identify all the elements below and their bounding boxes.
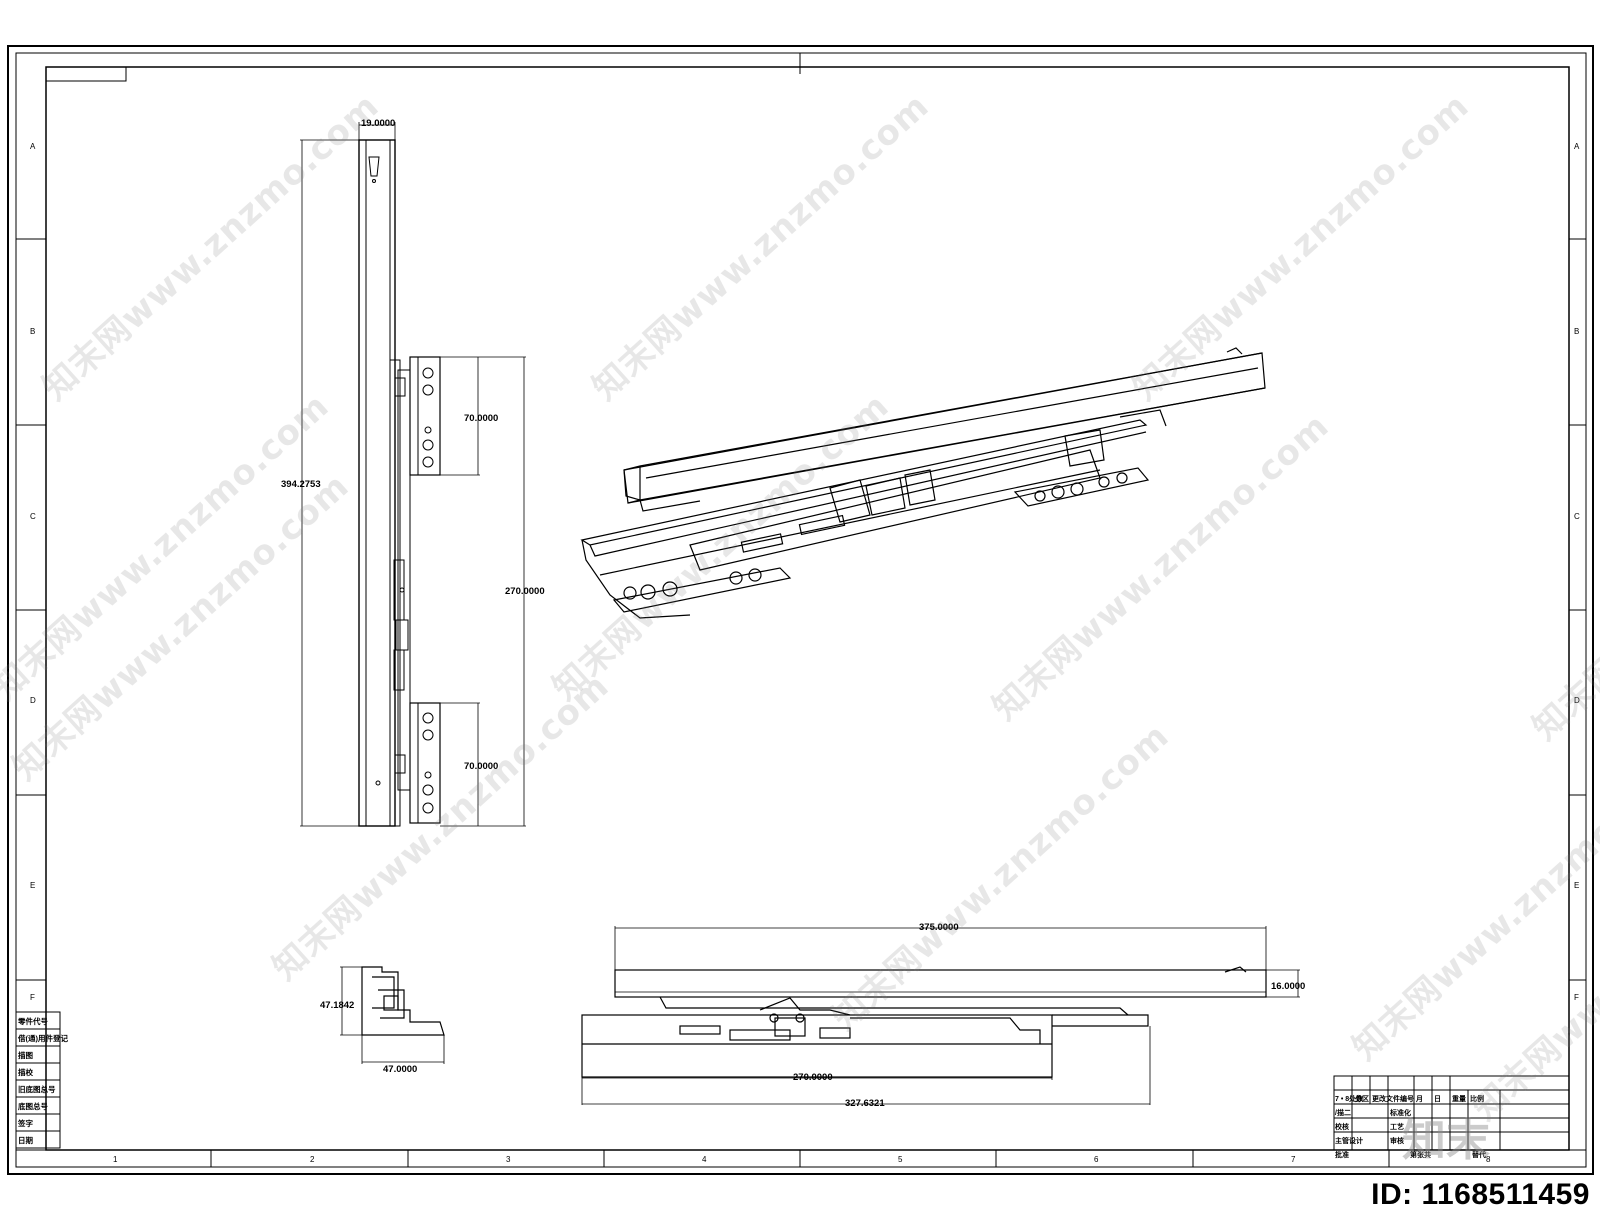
row-letter-left: A <box>30 142 36 151</box>
col-number: 1 <box>113 1155 118 1164</box>
site-logo: 知末 <box>1402 1115 1490 1166</box>
row-letter-right: A <box>1574 142 1580 151</box>
row-letter-right: F <box>1574 993 1579 1002</box>
title-block-cell: /描二 <box>1335 1108 1351 1117</box>
row-letter-left: F <box>30 993 35 1002</box>
row-letter-left: B <box>30 327 35 336</box>
inner-frame <box>15 52 1587 1168</box>
dim-top-thickness: 16.0000 <box>1271 981 1305 992</box>
title-block-cell: 更改文件编号 <box>1372 1094 1414 1103</box>
col-number: 4 <box>702 1155 707 1164</box>
elevation-view <box>581 926 1300 1105</box>
title-block-cell: 标准化 <box>1389 1108 1411 1117</box>
drawing-border <box>45 66 1570 1151</box>
col-number: 6 <box>1094 1155 1099 1164</box>
dim-bracket-bottom: 70.0000 <box>464 761 498 772</box>
left-info-table <box>15 1011 61 1149</box>
title-block-cell: 替代 <box>1472 1150 1486 1159</box>
outer-frame <box>7 45 1594 1175</box>
row-letter-right: E <box>1574 881 1579 890</box>
title-block-cell: 校核 <box>1335 1122 1349 1131</box>
col-number: 5 <box>898 1155 903 1164</box>
left-table-label: 底图总号 <box>18 1101 48 1111</box>
dim-bottom-outer: 327.6321 <box>845 1098 885 1109</box>
col-number: 3 <box>506 1155 511 1164</box>
title-block-cell: 批准 <box>1335 1150 1349 1159</box>
col-number: 7 <box>1291 1155 1296 1164</box>
id-label: ID: 1168511459 <box>1371 1178 1590 1211</box>
title-block-cell: 工艺 <box>1390 1122 1404 1131</box>
left-table-label: 借(通)用件登记 <box>17 1033 68 1043</box>
left-table-label: 描校 <box>18 1067 33 1077</box>
title-block-cell: 分区 <box>1355 1094 1369 1103</box>
col-number: 2 <box>310 1155 315 1164</box>
left-table-label: 日期 <box>18 1135 33 1145</box>
corner-box <box>45 66 127 82</box>
col-number: 8 <box>1486 1155 1491 1164</box>
title-block-cell: 审核 <box>1390 1136 1404 1145</box>
dim-bracket-top: 70.0000 <box>464 413 498 424</box>
title-block-cell: 7 • 8处数 <box>1335 1094 1364 1103</box>
left-table-label: 旧底图总号 <box>18 1084 56 1094</box>
row-letter-left: C <box>30 512 36 521</box>
dim-bracket-span: 270.0000 <box>505 586 545 597</box>
left-table-label: 签字 <box>17 1118 33 1128</box>
title-block-cell: 重量 <box>1452 1094 1466 1103</box>
isometric-view <box>580 347 1266 619</box>
left-table-label: 描图 <box>18 1050 33 1060</box>
title-block-cell: 比例 <box>1470 1094 1484 1103</box>
title-block-cell: 第张共 <box>1410 1150 1431 1159</box>
profile-view <box>340 966 445 1064</box>
dim-top-length: 375.0000 <box>919 922 959 933</box>
left-table-label: 零件代号 <box>17 1016 48 1026</box>
dim-side-height: 394.2753 <box>281 479 321 490</box>
title-block-cell: 主管设计 <box>1335 1136 1363 1145</box>
dim-bottom-inner: 270.0000 <box>793 1072 833 1083</box>
row-letter-left: E <box>30 881 35 890</box>
dim-side-width: 19.0000 <box>361 118 395 129</box>
dim-profile-height: 47.1842 <box>320 1000 354 1011</box>
row-letter-right: B <box>1574 327 1579 336</box>
row-letter-right: D <box>1574 696 1580 705</box>
row-letter-left: D <box>30 696 36 705</box>
title-block-cell: 月 <box>1415 1095 1423 1103</box>
title-block <box>1333 1075 1570 1151</box>
row-letter-right: C <box>1574 512 1580 521</box>
side-view <box>300 122 526 827</box>
title-block-cell: 日 <box>1434 1095 1441 1103</box>
dim-profile-width: 47.0000 <box>383 1064 417 1075</box>
